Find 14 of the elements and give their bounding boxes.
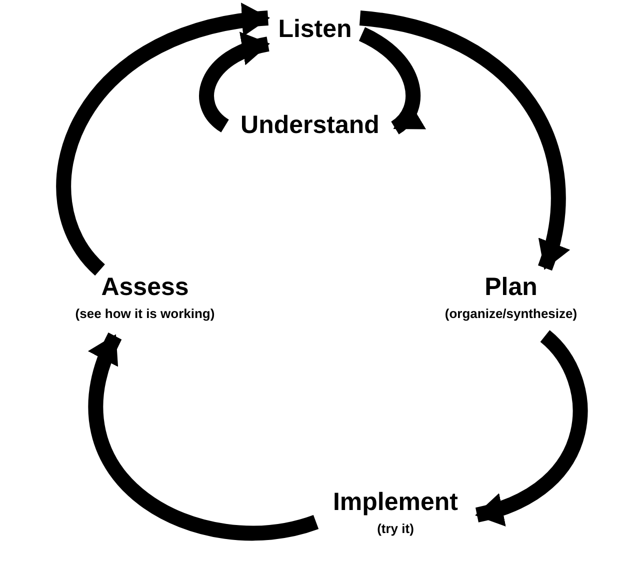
curved-arrow <box>56 4 270 275</box>
curved-arrow <box>474 330 588 524</box>
step-title: Understand <box>240 110 380 140</box>
step-note: (organize/synthesize) <box>444 306 578 321</box>
step-title: Plan <box>484 272 538 302</box>
curved-arrow <box>199 34 270 132</box>
step-note: (try it) <box>377 521 414 536</box>
step-title: Listen <box>278 14 352 44</box>
step-title: Assess <box>101 272 189 302</box>
curved-arrow <box>359 10 569 270</box>
curved-arrow <box>88 333 318 541</box>
step-title: Implement <box>332 487 458 517</box>
step-note: (see how it is working) <box>75 306 215 321</box>
curved-arrow <box>358 27 426 134</box>
